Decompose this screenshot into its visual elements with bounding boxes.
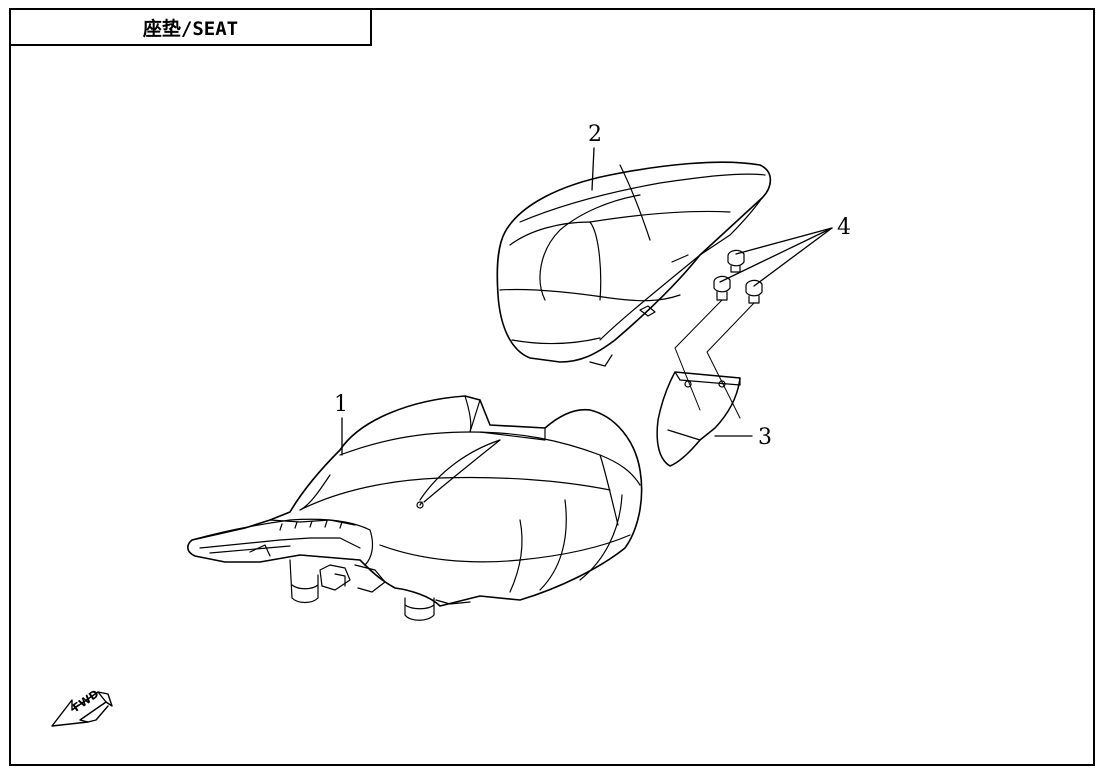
callout-1: 1 (334, 392, 348, 417)
drawing-frame (9, 8, 1095, 766)
fwd-label: FWD (70, 687, 101, 714)
callout-leaders (341, 147, 833, 456)
bolt-2 (713, 275, 731, 301)
callout-2: 2 (588, 122, 602, 147)
callout-3: 3 (758, 425, 772, 450)
bolt-3 (745, 279, 763, 304)
bolt-1 (727, 249, 745, 273)
part-front-seat (187, 395, 643, 621)
diagram-title: 座垫/SEAT (9, 8, 372, 46)
part-bracket (656, 371, 741, 467)
fwd-arrow-icon: FWD (51, 687, 113, 727)
callout-4: 4 (837, 215, 851, 240)
part-bolts (674, 249, 763, 419)
part-rear-seat (496, 161, 772, 367)
